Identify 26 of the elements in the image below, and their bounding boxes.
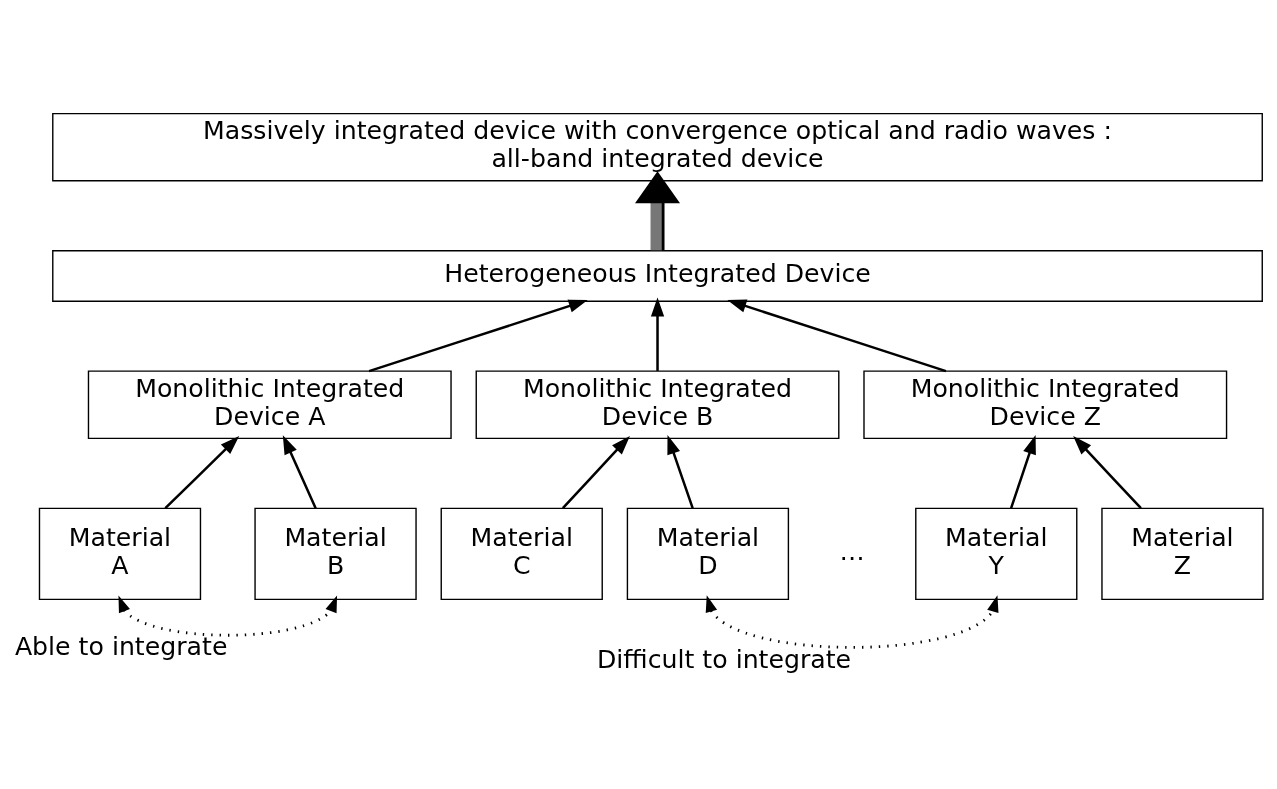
arrow bbox=[118, 595, 338, 637]
arrow bbox=[705, 595, 999, 649]
arrow bbox=[1009, 435, 1036, 509]
node-box: Material Y bbox=[915, 507, 1078, 601]
arrow bbox=[164, 436, 240, 510]
node-box: Material D bbox=[626, 507, 790, 601]
node-box: Monolithic Integrated Device Z bbox=[863, 370, 1228, 440]
edge-label: Difficult to integrate bbox=[596, 644, 852, 674]
arrow bbox=[667, 435, 694, 509]
node-box: Material C bbox=[440, 507, 603, 601]
arrow bbox=[635, 171, 681, 251]
arrow bbox=[282, 435, 317, 509]
node-box: Massively integrated device with convergence optical and radio waves : all-band integrated device bbox=[52, 112, 1263, 182]
node-box: Material Z bbox=[1101, 507, 1264, 601]
arrow bbox=[368, 299, 588, 373]
node-box: Material A bbox=[38, 507, 202, 601]
node-box: Monolithic Integrated Device A bbox=[87, 370, 452, 440]
arrow bbox=[727, 299, 947, 373]
edge-label: Able to integrate bbox=[14, 632, 228, 662]
arrow bbox=[561, 435, 630, 509]
arrow bbox=[650, 297, 665, 371]
node-box: Monolithic Integrated Device B bbox=[475, 370, 840, 440]
node-box: Material B bbox=[254, 507, 417, 601]
node-box: Heterogeneous Integrated Device bbox=[52, 250, 1263, 302]
label: … bbox=[839, 537, 865, 567]
arrow bbox=[1073, 435, 1142, 510]
